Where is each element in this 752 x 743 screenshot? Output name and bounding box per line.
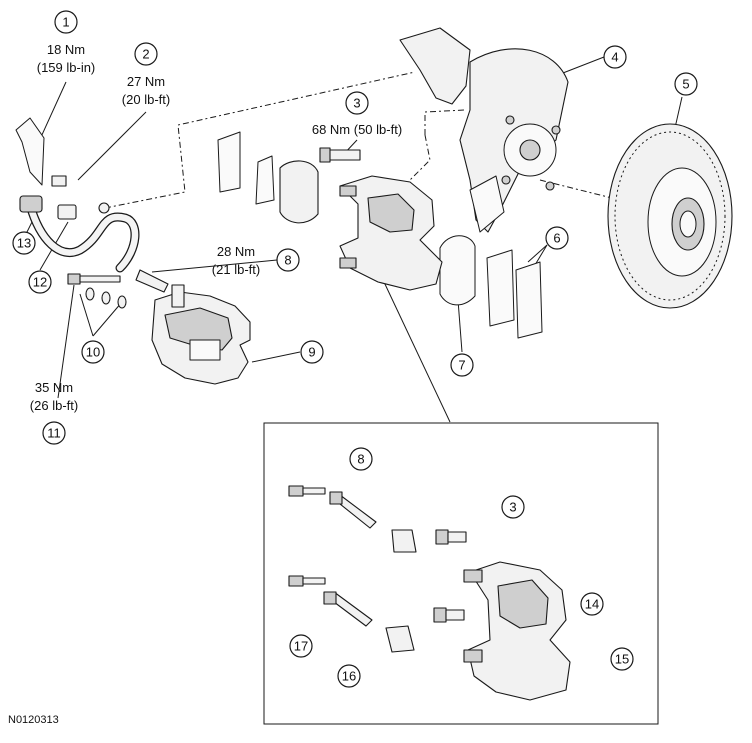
callout-1-number: 1: [62, 15, 69, 30]
brake-pads-and-clips: [217, 131, 543, 339]
torque-11-metric: 35 Nm: [35, 380, 73, 395]
brake-caliper: [135, 269, 251, 385]
brake-rotor: [607, 123, 733, 309]
detail-callout-3: 3: [501, 495, 525, 519]
callout-13: 13: [12, 231, 36, 255]
callout-7-number: 7: [458, 358, 465, 373]
callout-9-number: 9: [308, 345, 315, 360]
steering-knuckle-hub: [399, 27, 569, 233]
torque-2-imperial: (20 lb-ft): [122, 92, 170, 107]
callout-9: 9: [300, 340, 324, 364]
detail-callout-14: 14: [580, 592, 604, 616]
callout-12: 12: [28, 270, 52, 294]
detail-callout-15-number: 15: [615, 652, 629, 667]
torque-8-imperial: (21 lb-ft): [212, 262, 260, 277]
detail-callout-17-number: 17: [294, 639, 308, 654]
torque-3: 68 Nm (50 lb-ft): [312, 122, 402, 137]
detail-inset: [263, 422, 659, 725]
callout-5: 5: [674, 72, 698, 96]
callout-4: 4: [603, 45, 627, 69]
callout-2: 2 27 Nm (20 lb-ft): [122, 42, 170, 107]
callout-4-number: 4: [611, 50, 618, 65]
detail-callout-15: 15: [610, 647, 634, 671]
callout-6-number: 6: [553, 231, 560, 246]
callout-8-number: 8: [284, 253, 291, 268]
callout-2-number: 2: [142, 47, 149, 62]
callout-8: 8 28 Nm (21 lb-ft): [212, 244, 300, 277]
callout-3-number: 3: [353, 96, 360, 111]
brake-hose: [15, 117, 140, 273]
detail-callout-3-number: 3: [509, 500, 516, 515]
callout-10: 10: [81, 340, 105, 364]
figure-id: N0120313: [8, 714, 59, 726]
callout-3: 3 68 Nm (50 lb-ft): [312, 91, 402, 137]
callout-12-number: 12: [33, 275, 47, 290]
detail-callout-8-number: 8: [357, 452, 364, 467]
callout-11-number: 11: [47, 426, 61, 441]
callout-10-number: 10: [86, 345, 100, 360]
detail-callout-17: 17: [289, 634, 313, 658]
callout-11: 35 Nm (26 lb-ft) 11: [30, 380, 78, 445]
detail-callout-16: 16: [337, 664, 361, 688]
caliper-bolt-and-washers: [67, 273, 127, 309]
detail-callout-14-number: 14: [585, 597, 599, 612]
caliper-anchor-bracket-main: [319, 147, 443, 291]
detail-callout-16-number: 16: [342, 669, 356, 684]
torque-8-metric: 28 Nm: [217, 244, 255, 259]
callout-5-number: 5: [682, 77, 689, 92]
torque-1-metric: 18 Nm: [47, 42, 85, 57]
callout-1: 1 18 Nm (159 lb-in): [37, 10, 96, 75]
torque-11-imperial: (26 lb-ft): [30, 398, 78, 413]
torque-1-imperial: (159 lb-in): [37, 60, 96, 75]
detail-callout-8: 8: [349, 447, 373, 471]
callout-13-number: 13: [17, 236, 31, 251]
torque-2-metric: 27 Nm: [127, 74, 165, 89]
callout-6: 6: [545, 226, 569, 250]
callout-7: 7: [450, 353, 474, 377]
